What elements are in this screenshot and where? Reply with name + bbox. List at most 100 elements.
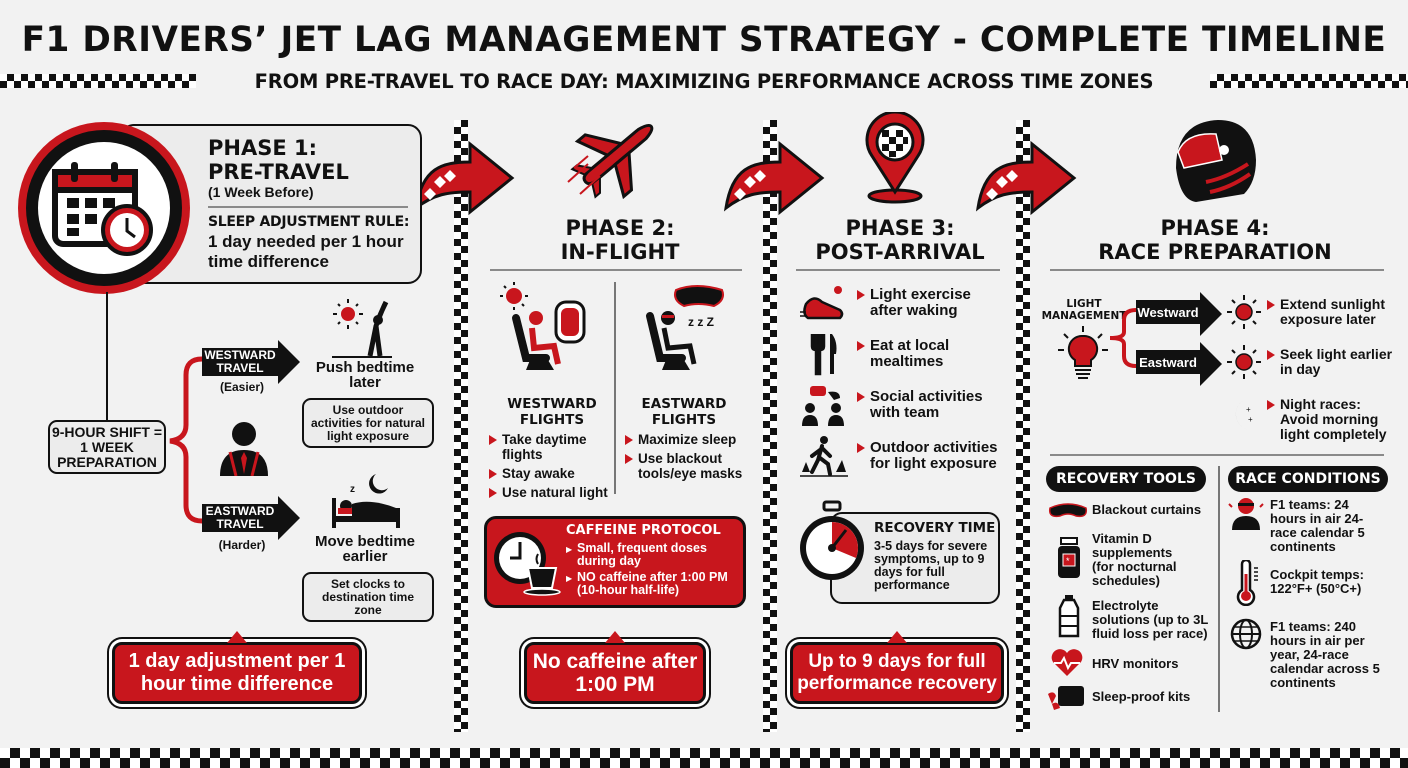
awake-passenger-icon [500,282,586,370]
sun-icon [1227,295,1261,329]
list-item: NO caffeine after 1:00 PM (10-hour half-… [577,570,728,597]
svg-text:z: z [350,484,355,495]
eastward-difficulty: (Harder) [218,538,266,552]
recovery-time-text: 3-5 days for severe symptoms, up to 9 da… [874,539,988,592]
phase4-divider-2 [1050,454,1384,456]
list-item: Light exercise after waking [856,287,1006,319]
light-management-label: LIGHT MANAGEMENT [1041,298,1127,322]
list-item: Outdoor activities for light exposure [856,440,1006,472]
walking-outdoors-icon [800,436,848,477]
eastward-flights-title: EASTWARD FLIGHTS [641,396,727,428]
phase1-icon-badge [18,122,190,294]
phase4-column-divider [1218,466,1220,712]
divider-checkered-1 [454,120,468,732]
phase2-callout: No caffeine after 1:00 PM [524,631,706,704]
list-item: Social activities with team [856,389,1006,421]
phase3-divider [796,269,1000,271]
race-condition-item: F1 teams: 24 hours in air 24-race calend… [1270,497,1365,554]
phase2-title: PHASE 2: IN-FLIGHT [560,216,680,264]
svg-text:*: * [1066,556,1070,566]
recovery-time-title: RECOVERY TIME [874,520,996,536]
list-item: Night races: Avoid morning light complet… [1266,397,1396,442]
recovery-tool-item: Sleep-proof kits [1092,689,1191,704]
nine-hour-shift-box: 9-HOUR SHIFT = 1 WEEK PREPARATION [48,420,166,474]
list-item: Eat at local mealtimes [856,338,1006,370]
eastward-flights-list: Maximize sleep Use blackout tools/eye ma… [624,432,750,485]
list-item: Use blackout tools/eye masks [624,451,750,481]
running-shoe-icon [800,286,844,320]
westward-difficulty: (Easier) [219,380,265,394]
transition-arrow-3-icon [975,140,1077,216]
race-conditions-header: RACE CONDITIONS [1228,466,1388,492]
westward-flights-title: WESTWARD FLIGHTS [507,396,597,428]
phase4-divider [1050,269,1384,271]
eastward-tip: Set clocks to destination time zone [302,572,434,622]
transition-arrow-1-icon [413,140,515,216]
fork-knife-icon [810,334,837,376]
page-subtitle: FROM PRE-TRAVEL TO RACE DAY: MAXIMIZING … [254,70,1154,93]
race-condition-item: F1 teams: 240 hours in air per year, 24-… [1270,619,1380,690]
divider-checkered-3 [1016,120,1030,732]
phase1-title: PHASE 1: PRE-TRAVEL [208,136,349,184]
race-condition-item: Cockpit temps: 122°F+ (50°C+) [1270,567,1364,596]
westward-tip: Use outdoor activities for natural light… [302,398,434,448]
recovery-tool-item: Vitamin D supplements (for nocturnal sch… [1092,531,1177,588]
team-member-icon [1228,498,1264,530]
checkered-footer-band [0,748,1408,768]
calendar-clock-icon [52,162,153,256]
svg-text:+: + [1246,405,1251,414]
recovery-tools-header: RECOVERY TOOLS [1046,466,1206,492]
sun-stretching-person-icon [332,299,392,358]
caffeine-protocol-list: Small, frequent doses during day NO caff… [566,542,742,597]
driver-avatar-icon [220,422,268,476]
list-item: Use natural light [488,485,614,500]
globe-icon [1230,618,1262,650]
airplane-icon [567,123,654,200]
list-item: Stay awake [488,466,614,481]
recovery-tool-item: Electrolyte solutions (up to 3L fluid lo… [1092,598,1209,641]
phase3-actions-list: Light exercise after waking Eat at local… [856,287,1006,476]
light-bulb-icon [1058,326,1108,379]
phase4-title: PHASE 4: RACE PREPARATION [1098,216,1332,264]
phase1-divider [208,206,408,208]
racing-helmet-icon [1176,120,1256,202]
phase1-timing: (1 Week Before) [208,184,314,200]
recovery-tool-item: HRV monitors [1092,656,1179,671]
list-item: Maximize sleep [624,432,750,447]
water-bottle-icon [1058,595,1080,638]
phase3-title: PHASE 3: POST-ARRIVAL [815,216,985,264]
thermometer-icon [1236,560,1258,606]
divider-checkered-2 [763,120,777,732]
westward-action: Push bedtime later [315,359,415,391]
svg-text:+: + [1248,415,1253,424]
westward-travel-arrow: WESTWARD TRAVEL [202,340,300,384]
heart-rate-icon [1051,649,1083,676]
moon-stars-icon: ++ [1235,400,1260,431]
eastward-light-arrow: Eastward [1136,342,1222,386]
light-management-list: Extend sunlight exposure later Seek ligh… [1266,297,1396,446]
phase3-callout: Up to 9 days for full performance recove… [790,631,1004,704]
phase2-divider [490,269,742,271]
recovery-tool-item: Blackout curtains [1092,502,1202,517]
eastward-travel-arrow: EASTWARD TRAVEL [202,496,300,540]
transition-arrow-2-icon [723,140,825,216]
sleep-rule-label: SLEEP ADJUSTMENT RULE: [208,214,410,230]
phase1-callout: 1 day adjustment per 1 hour time differe… [112,631,362,704]
bullet-icon: ▶ [566,574,573,583]
list-item: Seek light earlier in day [1266,347,1396,377]
sleep-rule-text: 1 day needed per 1 hour time difference [208,232,404,271]
westward-light-arrow: Westward [1136,292,1222,336]
phase2-column-divider [614,282,616,494]
list-item: Small, frequent doses during day [577,541,707,568]
sun-icon [1227,345,1261,379]
checkered-band-left [0,74,196,88]
light-branch-brace [1109,308,1137,368]
eye-mask-icon [1048,503,1088,518]
team-chat-icon [802,386,844,426]
page-title: F1 DRIVERS’ JET LAG MANAGEMENT STRATEGY … [21,20,1387,60]
eastward-action: Move bedtime earlier [314,533,416,565]
list-item: Take daytime flights [488,432,614,462]
pillow-earplugs-icon [1048,686,1084,710]
checkered-map-pin-icon [865,112,925,204]
westward-flights-list: Take daytime flights Stay awake Use natu… [488,432,614,504]
